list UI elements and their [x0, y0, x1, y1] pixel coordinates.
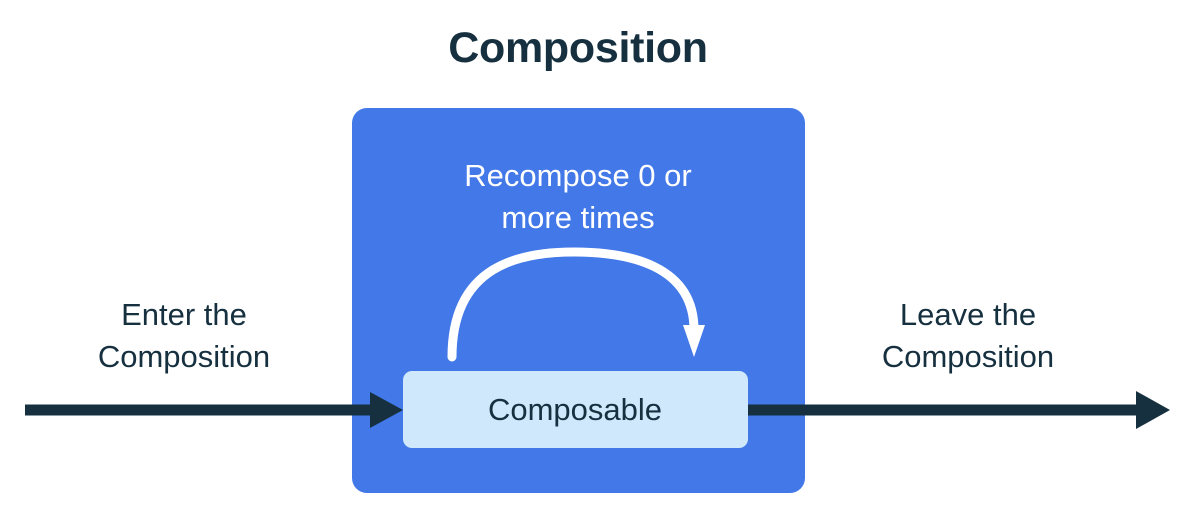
- recompose-label-line-1: Recompose 0 or: [464, 158, 691, 193]
- page-title: Composition: [448, 24, 707, 72]
- entry-label-line-1: Enter the: [121, 297, 247, 332]
- exit-flow-arrow: [748, 391, 1170, 429]
- entry-label-line-2: Composition: [98, 339, 270, 374]
- exit-label-line-1: Leave the: [900, 297, 1036, 332]
- recompose-label-line-2: more times: [501, 200, 654, 235]
- curved-loop-arrow-icon: [447, 247, 705, 362]
- entry-flow-arrow: [25, 392, 403, 428]
- composable-box: [403, 371, 748, 448]
- composable-label: Composable: [488, 392, 662, 427]
- arrow-right-icon: [370, 392, 403, 428]
- arrow-right-icon: [1136, 391, 1170, 429]
- exit-label-line-2: Composition: [882, 339, 1054, 374]
